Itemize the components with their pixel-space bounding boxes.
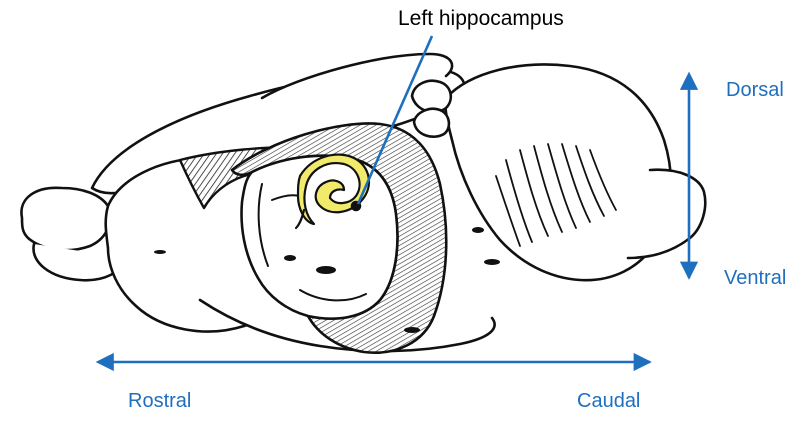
rostral-label: Rostral [128,391,191,411]
brain-illustration [21,54,705,353]
ventral-label: Ventral [724,268,786,288]
dorsal-label: Dorsal [726,80,784,100]
caudal-label: Caudal [577,391,640,411]
olfactory-bulb [21,188,110,250]
hippocampus-label: Left hippocampus [398,8,564,29]
colliculus-superior [412,81,451,112]
colliculus-inferior [414,109,449,137]
